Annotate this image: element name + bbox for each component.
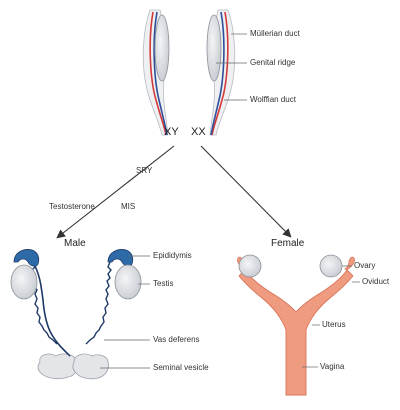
label-xx: XX — [191, 126, 206, 138]
seminal-vesicle-right — [72, 353, 109, 380]
ovary-left — [238, 254, 262, 278]
epididymis-left — [13, 249, 40, 267]
epididymis-right — [107, 249, 134, 267]
label-xy: XY — [164, 126, 179, 138]
label-genital-ridge: Genital ridge — [250, 58, 296, 67]
wolffian-duct-right — [210, 11, 225, 136]
label-male: Male — [64, 238, 86, 249]
mullerian-duct-right — [211, 11, 229, 136]
label-seminal-vesicle: Seminal vesicle — [153, 363, 209, 372]
wolffian-duct-left — [153, 11, 168, 136]
seminal-vesicle-left — [37, 353, 78, 380]
indifferent-gonad-right — [206, 9, 236, 136]
label-ovary: Ovary — [354, 261, 376, 270]
uterus-vagina — [238, 269, 354, 396]
testis-right — [114, 264, 142, 300]
arrow-to-male — [56, 145, 175, 239]
genital-ridge-left — [154, 14, 170, 82]
male-tract — [10, 249, 150, 380]
label-wolffian-duct: Wolffian duct — [250, 95, 296, 104]
label-testis: Testis — [153, 279, 174, 288]
label-oviduct: Oviduct — [362, 277, 390, 286]
label-uterus: Uterus — [322, 320, 346, 329]
testis-left — [10, 264, 38, 300]
ovary-right — [319, 254, 343, 278]
label-vagina: Vagina — [320, 362, 345, 371]
label-mullerian-duct: Müllerian duct — [250, 29, 300, 38]
mullerian-duct-left — [149, 11, 167, 136]
vas-deferens-left — [32, 261, 71, 357]
vas-deferens-right — [85, 261, 112, 345]
arrow-to-female — [200, 145, 292, 238]
label-female: Female — [271, 238, 305, 249]
label-vas-deferens: Vas deferens — [153, 335, 200, 344]
label-sry: SRY — [136, 166, 153, 175]
label-mis: MIS — [121, 202, 136, 211]
label-epididymis: Epididymis — [153, 251, 192, 260]
genital-ridge-right — [206, 14, 222, 82]
indifferent-gonad-left — [142, 9, 170, 136]
female-tract — [237, 254, 360, 396]
label-testosterone: Testosterone — [49, 202, 95, 211]
